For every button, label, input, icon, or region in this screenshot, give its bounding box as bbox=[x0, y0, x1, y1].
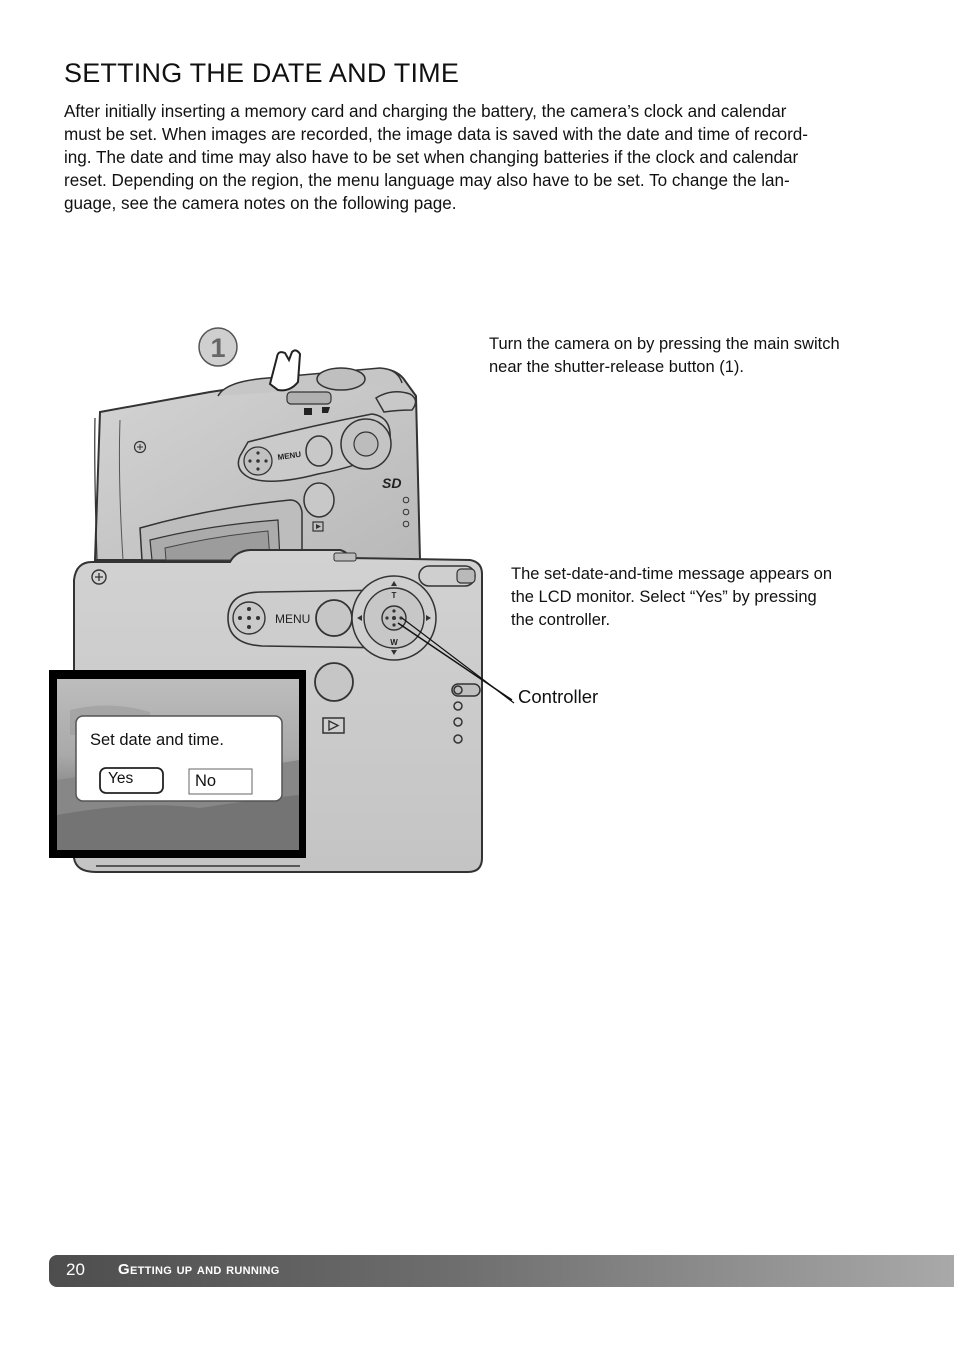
lcd-no-button[interactable]: No bbox=[188, 768, 253, 795]
footer-bar bbox=[49, 1255, 954, 1287]
intro-line: ing. The date and time may also have to … bbox=[64, 147, 799, 167]
lcd-yes-button[interactable]: Yes bbox=[99, 767, 164, 794]
caption-line: the LCD monitor. Select “Yes” by pressin… bbox=[511, 588, 817, 606]
page-number: 20 bbox=[66, 1260, 85, 1279]
caption-line: the controller. bbox=[511, 611, 611, 629]
zoom-w-label: W bbox=[390, 638, 398, 647]
sd-card-logo: SD bbox=[382, 475, 401, 491]
zoom-t-label: T bbox=[392, 591, 397, 600]
step-1-number: 1 bbox=[210, 333, 225, 363]
menu-label-top: MENU bbox=[277, 450, 302, 462]
lcd-monitor: Set date and time. Yes No bbox=[49, 670, 306, 858]
page-title: SETTING THE DATE AND TIME bbox=[64, 58, 460, 88]
intro-line: After initially inserting a memory card … bbox=[64, 102, 787, 121]
camera-top-view: MENU SD bbox=[93, 349, 422, 561]
step-1-caption: Turn the camera on by pressing the main … bbox=[489, 333, 840, 378]
caption-line: Turn the camera on by pressing the main … bbox=[489, 335, 840, 353]
intro-paragraph: After initially inserting a memory card … bbox=[64, 101, 884, 216]
intro-line: must be set. When images are recorded, t… bbox=[64, 124, 808, 144]
section-title: Getting up and running bbox=[118, 1261, 280, 1278]
lcd-no-label: No bbox=[195, 772, 216, 790]
step-2-caption: The set-date-and-time message appears on… bbox=[511, 563, 832, 632]
lcd-message: Set date and time. bbox=[90, 731, 224, 749]
intro-line: reset. Depending on the region, the menu… bbox=[64, 170, 790, 190]
caption-line: near the shutter-release button (1). bbox=[489, 357, 744, 376]
step-1-badge: 1 bbox=[198, 327, 238, 367]
menu-button-label: MENU bbox=[275, 612, 310, 626]
lcd-yes-label: Yes bbox=[108, 770, 134, 787]
set-date-dialog: Set date and time. Yes No bbox=[75, 715, 283, 802]
camera-illustration: 1 MENU SD bbox=[49, 327, 515, 873]
intro-line: guage, see the camera notes on the follo… bbox=[64, 193, 457, 213]
caption-line: The set-date-and-time message appears on bbox=[511, 565, 833, 583]
controller-label: Controller bbox=[518, 686, 599, 707]
